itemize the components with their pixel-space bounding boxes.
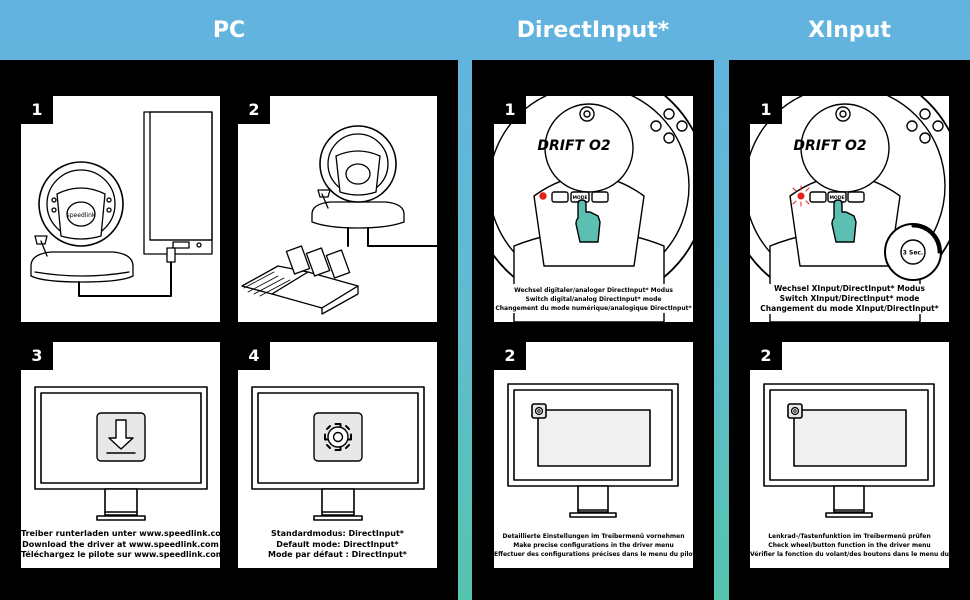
wheel-logo: DRIFT O2 — [793, 138, 866, 154]
gear-icon — [531, 403, 547, 419]
wheel-logo: DRIFT O2 — [537, 138, 610, 154]
monitor-settings-illustration — [507, 383, 679, 518]
step-caption: Detaillierte Einstellungen im Treibermen… — [494, 533, 693, 558]
step-caption: Wechsel XInput/DirectInput* Modus Switch… — [750, 284, 949, 314]
step-number: 2 — [494, 342, 526, 370]
pc-step-1-card: 1 speedlink — [21, 96, 220, 322]
pc-step-3-card: 3 Treiber runterladen unter www.speedlin… — [21, 342, 220, 568]
pc-step-4-card: 4 Standardmodus: DirectInput* Default mo… — [238, 342, 437, 568]
header-pc: PC — [212, 18, 246, 43]
step-caption: Treiber runterladen unter www.speedlink.… — [21, 529, 220, 559]
header-xinput: XInput — [808, 18, 891, 43]
step-caption: Standardmodus: DirectInput* Default mode… — [268, 529, 407, 559]
step-caption: Lenkrad-/Tastenfunktion im Treibermenü p… — [750, 533, 949, 558]
gear-icon — [313, 412, 363, 462]
step-number: 3 — [21, 342, 53, 370]
wheel-pc-connection-illustration: speedlink — [30, 111, 213, 297]
xinput-step-2-card: 2 Lenkrad-/Tastenfunktion im Treibermenü… — [750, 342, 949, 568]
step-number: 1 — [494, 96, 526, 124]
pc-step-2-card: 2 — [238, 96, 437, 322]
timer-label: 3 Sec. — [903, 250, 924, 257]
wheel-mode-button-illustration: DRIFT O2 MODE — [494, 96, 693, 322]
step-caption: Wechsel digitaler/analoger DirectInput* … — [494, 284, 693, 313]
wheel-pedals-connection-illustration — [241, 125, 437, 315]
step-number: 4 — [238, 342, 270, 370]
wheel-brand-label: speedlink — [67, 212, 96, 219]
mode-button-label: MODE — [572, 195, 587, 201]
step-number: 2 — [750, 342, 782, 370]
mode-button-label: MODE — [829, 195, 844, 201]
monitor-settings-illustration — [763, 383, 935, 518]
step-number: 1 — [21, 96, 53, 124]
monitor-illustration — [251, 386, 425, 521]
header-directinput: DirectInput* — [516, 18, 670, 43]
gear-icon — [787, 403, 803, 419]
directinput-step-1-card: DRIFT O2 MODE 1 Wechsel digitaler/analog… — [494, 96, 693, 322]
xinput-step-1-card: DRIFT O2 MODE 3 Sec. 1 Wechsel XInput/Di… — [750, 96, 949, 322]
directinput-step-2-card: 2 Detaillierte Einstellungen im Treiberm… — [494, 342, 693, 568]
step-number: 2 — [238, 96, 270, 124]
step-number: 1 — [750, 96, 782, 124]
download-icon — [96, 412, 146, 462]
